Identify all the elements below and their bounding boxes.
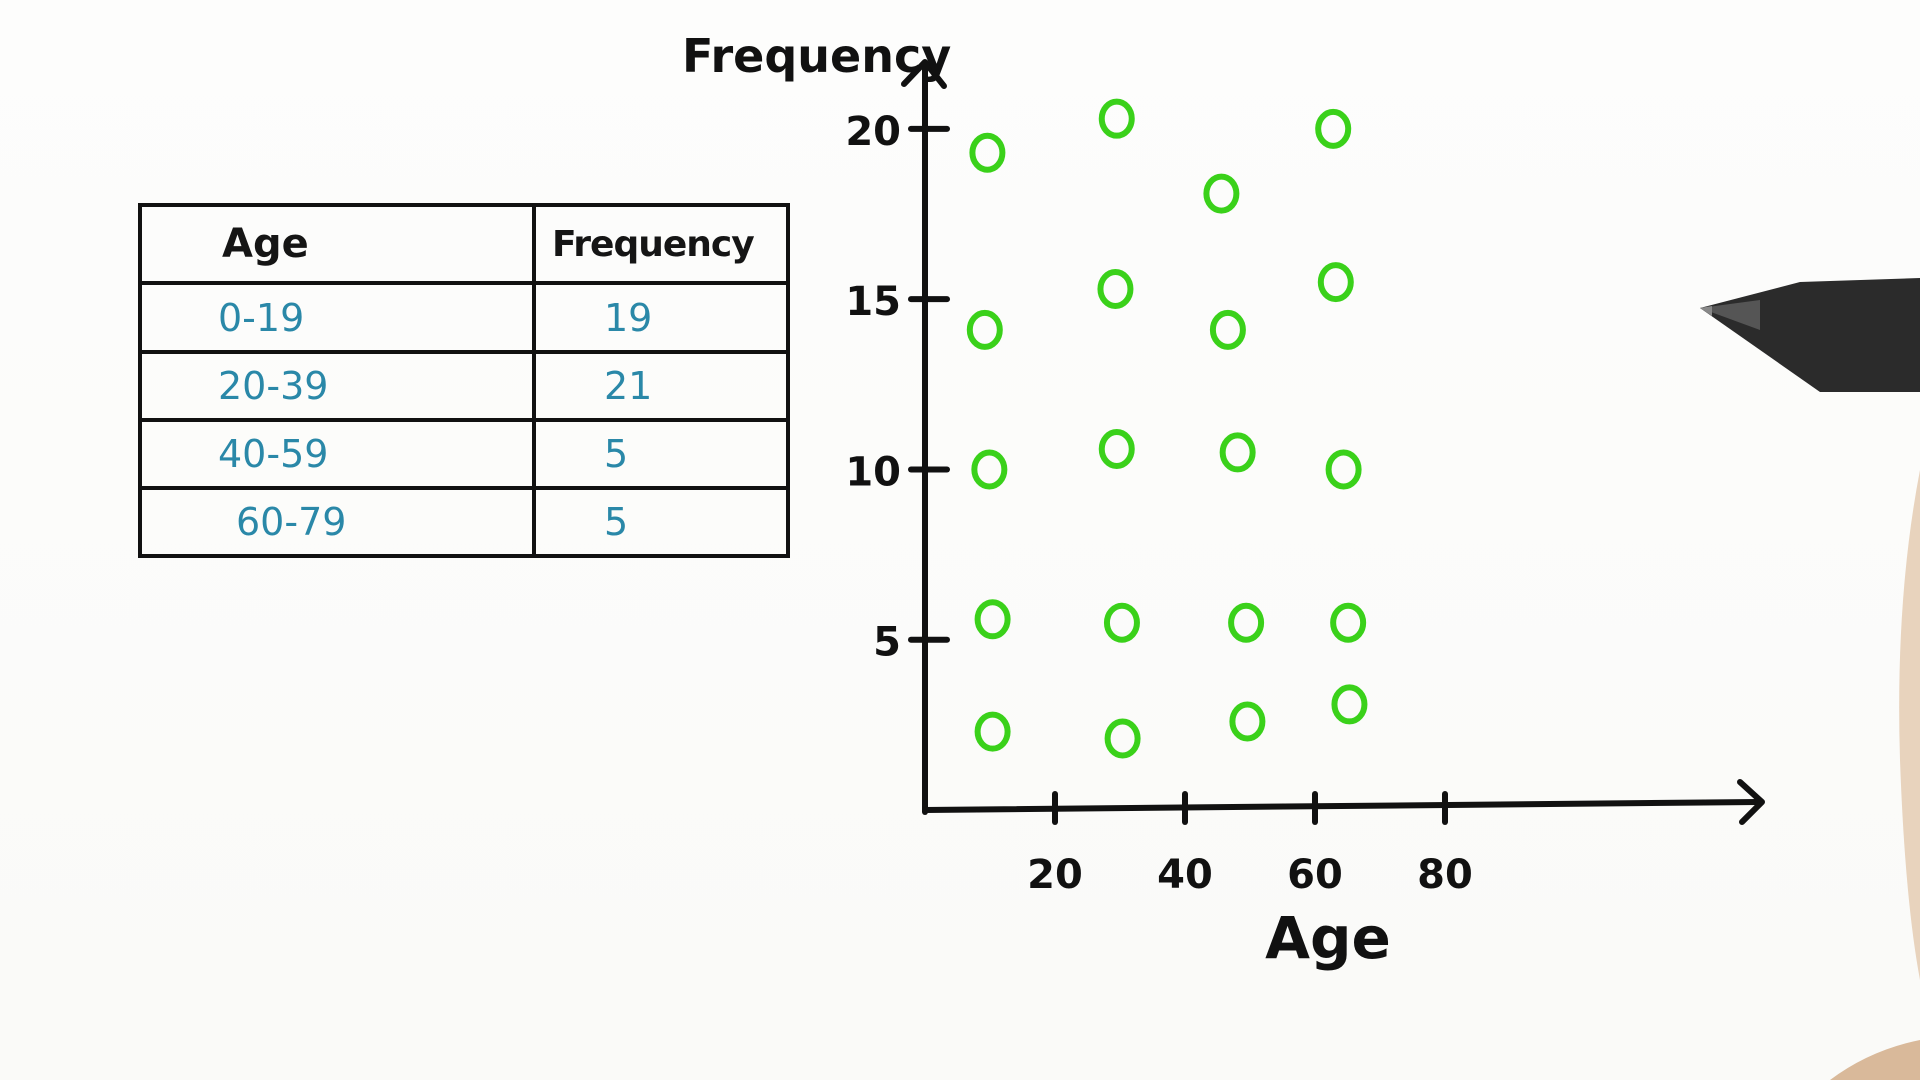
x-tick-label: 20 [1027, 852, 1083, 898]
data-point [974, 711, 1011, 752]
table-row: 20-39 21 [138, 349, 790, 422]
y-tick-label: 10 [845, 449, 901, 495]
data-point [1317, 262, 1354, 303]
table-header-frequency: Frequency [532, 202, 790, 286]
x-tick-label: 60 [1287, 852, 1343, 898]
data-point [1219, 432, 1256, 473]
data-point [1098, 98, 1135, 139]
table-cell-age: 0-19 [138, 281, 536, 354]
table-cell-frequency: 5 [532, 417, 790, 490]
data-point [966, 309, 1003, 350]
table-row: 0-19 19 [138, 281, 790, 354]
table-cell-age: 60-79 [138, 485, 536, 559]
data-point [971, 449, 1008, 490]
table-cell-frequency: 5 [532, 485, 790, 559]
data-point [1209, 309, 1246, 350]
data-point [1104, 718, 1141, 759]
table-header-row: Age Frequency [138, 202, 790, 286]
chart-points [966, 98, 1368, 759]
y-tick-label: 15 [845, 279, 901, 325]
data-point [1229, 701, 1266, 742]
y-tick-label: 5 [873, 620, 901, 666]
chart-ticks: 20 40 60 80 5 10 15 20 [845, 109, 1473, 898]
pen-icon [1700, 278, 1920, 392]
chart-axes [901, 59, 1765, 825]
table-row: 40-59 5 [138, 417, 790, 490]
x-axis-arrow [1737, 779, 1765, 825]
data-point [974, 599, 1011, 640]
data-point [1325, 449, 1362, 490]
x-tick-label: 40 [1157, 852, 1213, 898]
data-point [1315, 108, 1352, 149]
y-tick-label: 20 [845, 109, 901, 155]
x-axis-line [922, 799, 1761, 813]
table-header-age: Age [138, 202, 536, 286]
data-point [1228, 602, 1265, 643]
data-point [1203, 173, 1240, 214]
data-point [1103, 602, 1140, 643]
data-point [1330, 602, 1367, 643]
x-tick-label: 80 [1417, 852, 1473, 898]
data-point [1097, 268, 1134, 309]
table-cell-age: 40-59 [138, 417, 536, 490]
frequency-table: Age Frequency 0-19 19 20-39 21 40-59 5 6… [138, 202, 790, 559]
data-point [1331, 684, 1368, 725]
y-axis-arrow [901, 59, 947, 89]
table-cell-frequency: 21 [532, 349, 790, 422]
hand-edge [1830, 470, 1920, 1080]
data-point [969, 132, 1006, 173]
table-cell-age: 20-39 [138, 349, 536, 422]
x-axis-title: Age [1265, 904, 1391, 972]
y-axis-title: Frequency [682, 29, 951, 83]
table-cell-frequency: 19 [532, 281, 790, 354]
table-row: 60-79 5 [138, 485, 790, 559]
data-point [1098, 429, 1135, 470]
